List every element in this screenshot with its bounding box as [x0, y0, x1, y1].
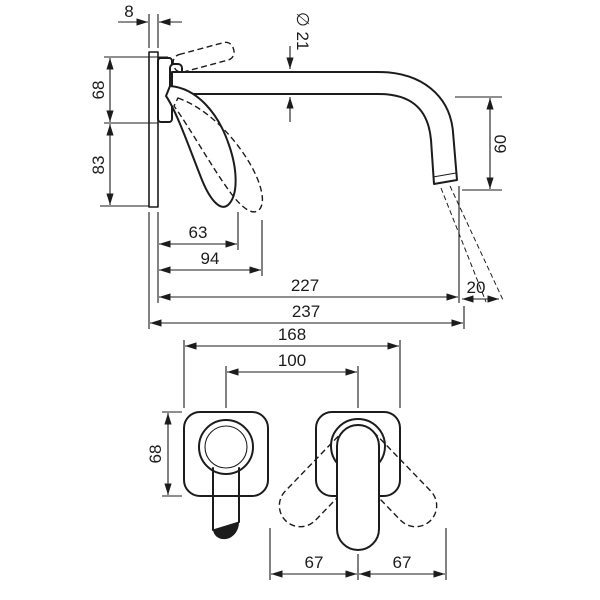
front-view	[183, 411, 438, 551]
dim-text-168: 168	[278, 325, 306, 344]
spout-collar-inner	[204, 425, 248, 469]
lever-handle-raised-dashed	[172, 41, 235, 73]
dim-text-60: 60	[491, 135, 510, 154]
dim-text-8: 8	[124, 2, 133, 21]
wall-plate-profile	[148, 51, 159, 208]
spout-tube-front	[212, 467, 240, 531]
extension-lines	[183, 340, 401, 408]
spout-collar-outer	[198, 419, 254, 475]
dim-widths: 63 94 227 237 20	[148, 186, 499, 329]
dim-text-68: 68	[89, 81, 108, 100]
dim-text-100: 100	[278, 351, 306, 370]
extension-lines	[148, 186, 465, 329]
dim-text-63: 63	[189, 223, 208, 242]
dim-text-237: 237	[292, 302, 320, 321]
dim-width-168: 168	[183, 325, 401, 408]
side-view-dimensions: 8 ∅ 21 68 83 60 63 94	[89, 2, 510, 329]
dim-width-100: 100	[225, 351, 359, 408]
dim-text-20: 20	[467, 278, 486, 297]
extension-lines	[225, 366, 359, 408]
extension-lines	[162, 411, 182, 497]
dim-plate-thickness: 8	[118, 2, 182, 48]
spray-line-left	[440, 187, 487, 303]
dim-text-227: 227	[291, 276, 319, 295]
spout-outlet-opening	[213, 522, 239, 540]
extension-lines	[100, 56, 168, 207]
dim-height-60: 60	[455, 96, 510, 191]
dim-height-68-83: 68 83	[89, 56, 168, 207]
dim-text-d21: ∅ 21	[293, 12, 312, 50]
dim-swing-67-67: 67 67	[269, 528, 447, 580]
dim-text-83: 83	[89, 156, 108, 175]
lever-front-center	[336, 424, 380, 551]
dim-text-67-left: 67	[305, 553, 324, 572]
dim-text-68-front: 68	[146, 445, 165, 464]
dim-height-68-front: 68	[146, 411, 182, 497]
dim-text-94: 94	[201, 249, 220, 268]
dim-spout-diameter: ∅ 21	[286, 12, 312, 122]
dim-text-67-right: 67	[393, 553, 412, 572]
front-view-dimensions: 168 100 68 67 67	[146, 325, 447, 580]
extension-lines	[269, 528, 447, 580]
aerator-line	[432, 172, 457, 178]
extension-lines	[455, 96, 502, 191]
extension-lines	[148, 14, 159, 48]
lever-handle-open-dashed	[173, 97, 264, 213]
spout-profile	[171, 71, 458, 185]
